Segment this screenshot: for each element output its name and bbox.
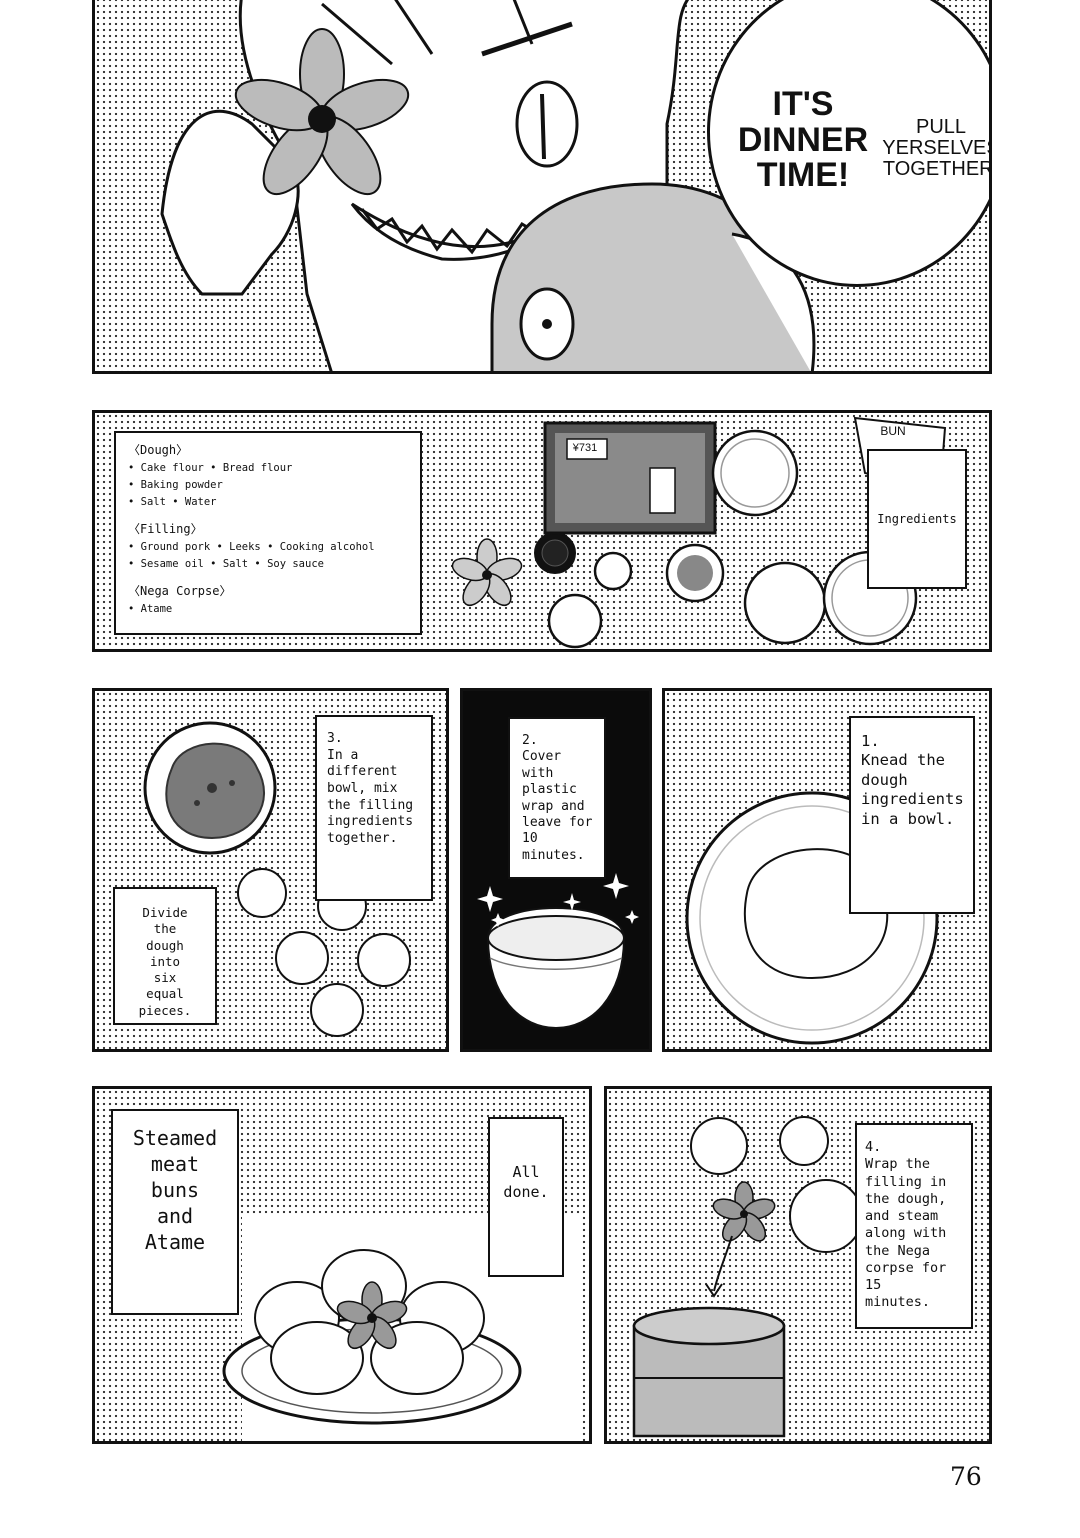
dough-group: 〈Dough〉 • Cake flour • Bread flour • Bak… [128,441,410,508]
dough-line: • Salt • Water [128,496,217,508]
step-2-illustration [477,873,639,1030]
all-done-box: All done. [488,1117,564,1277]
dough-line: • Baking powder [128,479,223,491]
ingredient-list: 〈Dough〉 • Cake flour • Bread flour • Bak… [114,431,422,635]
panel-dinner-time: IT'S DINNER TIME! PULL YERSELVES TOGETHE… [92,0,992,374]
panel-final-dish: Steamed meat buns and Atame All done. [92,1086,592,1444]
ingredients-label: Ingredients [877,512,957,526]
nega-corpse-line: • Atame [128,603,173,615]
step-2-text-box: 2. Cover with plastic wrap and leave for… [508,717,606,879]
page-number: 76 [950,1462,982,1491]
panel-step-3: 3. In a different bowl, mix the filling … [92,688,449,1052]
panel-step-2: 2. Cover with plastic wrap and leave for… [460,688,652,1052]
panel-1-illustration [160,0,816,371]
speech-bubble [707,0,989,287]
nega-corpse-heading: 〈Nega Corpse〉 [128,584,232,598]
filling-group: 〈Filling〉 • Ground pork • Leeks • Cookin… [128,520,410,570]
bag-text: BUN [880,424,906,438]
filling-line: • Ground pork • Leeks • Cooking alcohol [128,541,375,553]
step-4-illustration [632,1116,863,1438]
step-3-illustration [143,721,411,1037]
filling-heading: 〈Filling〉 [128,522,203,536]
step-1-text-box: 1. Knead the dough ingredients in a bowl… [849,716,975,914]
dish-title-box: Steamed meat buns and Atame [111,1109,239,1315]
nega-corpse-group: 〈Nega Corpse〉 • Atame [128,582,410,615]
step-3-text-box: 3. In a different bowl, mix the filling … [315,715,433,901]
divide-text-box: Divide the dough into six equal pieces. [113,887,217,1025]
dough-line: • Cake flour • Bread flour [128,462,293,474]
panel-step-1: 1. Knead the dough ingredients in a bowl… [662,688,992,1052]
step-4-text-box: 4. Wrap the filling in the dough, and st… [855,1123,973,1329]
price-tag-text: ¥731 [572,442,598,454]
speech-dinner-time: IT'S DINNER TIME! [737,85,869,195]
speech-pull-yourselves-together: PULL YERSELVES TOGETHER! [882,116,992,180]
dough-heading: 〈Dough〉 [128,443,189,457]
panel-ingredients: 〈Dough〉 • Cake flour • Bread flour • Bak… [92,410,992,652]
filling-line: • Sesame oil • Salt • Soy sauce [128,558,324,570]
panel-step-4: 4. Wrap the filling in the dough, and st… [604,1086,992,1444]
ingredients-label-box: Ingredients [867,449,967,589]
